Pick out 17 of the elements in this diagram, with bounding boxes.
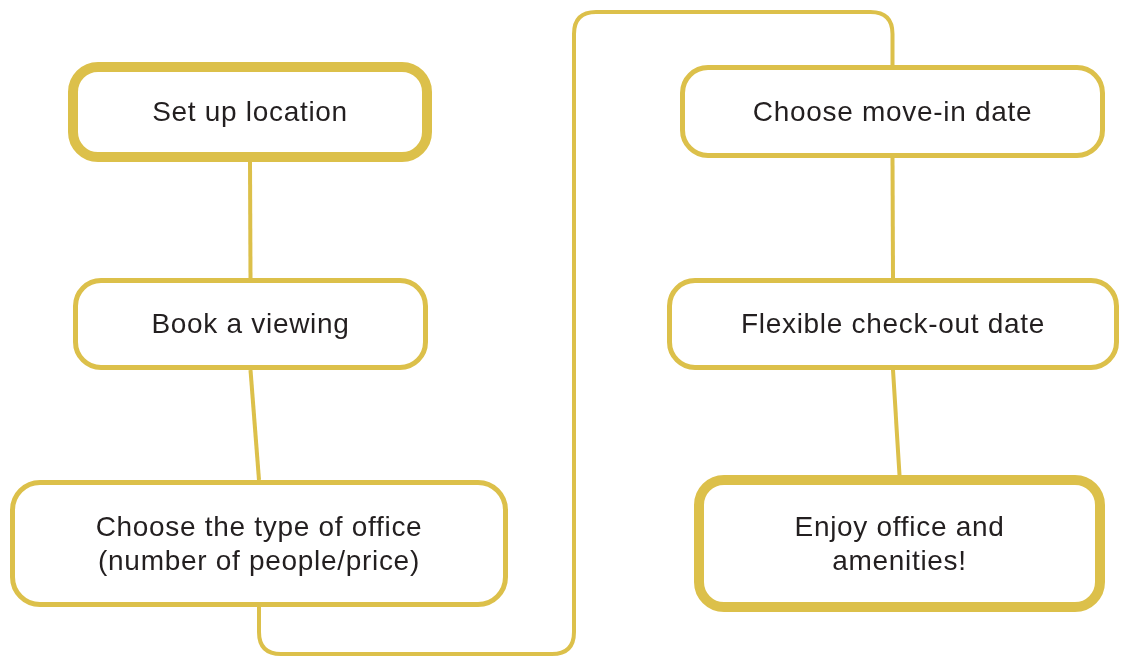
connector-line xyxy=(248,369,261,481)
step-box xyxy=(10,480,508,607)
connector-line xyxy=(257,10,895,656)
step-text: Flexible check-out date xyxy=(740,307,1046,341)
step-box xyxy=(694,475,1105,612)
step-text: Choose the type of office (number of people/price) xyxy=(94,509,424,578)
step-text: Enjoy office and amenities! xyxy=(793,509,1006,578)
step-box xyxy=(667,278,1119,370)
connector-line xyxy=(248,162,253,278)
step-box xyxy=(73,278,428,370)
connector-line xyxy=(890,158,895,278)
step-box xyxy=(680,65,1105,158)
step-box xyxy=(68,62,432,162)
connector-line xyxy=(891,369,902,476)
step-text: Choose move-in date xyxy=(751,94,1034,129)
step-text: Book a viewing xyxy=(150,307,351,341)
step-text: Set up location xyxy=(151,95,349,129)
